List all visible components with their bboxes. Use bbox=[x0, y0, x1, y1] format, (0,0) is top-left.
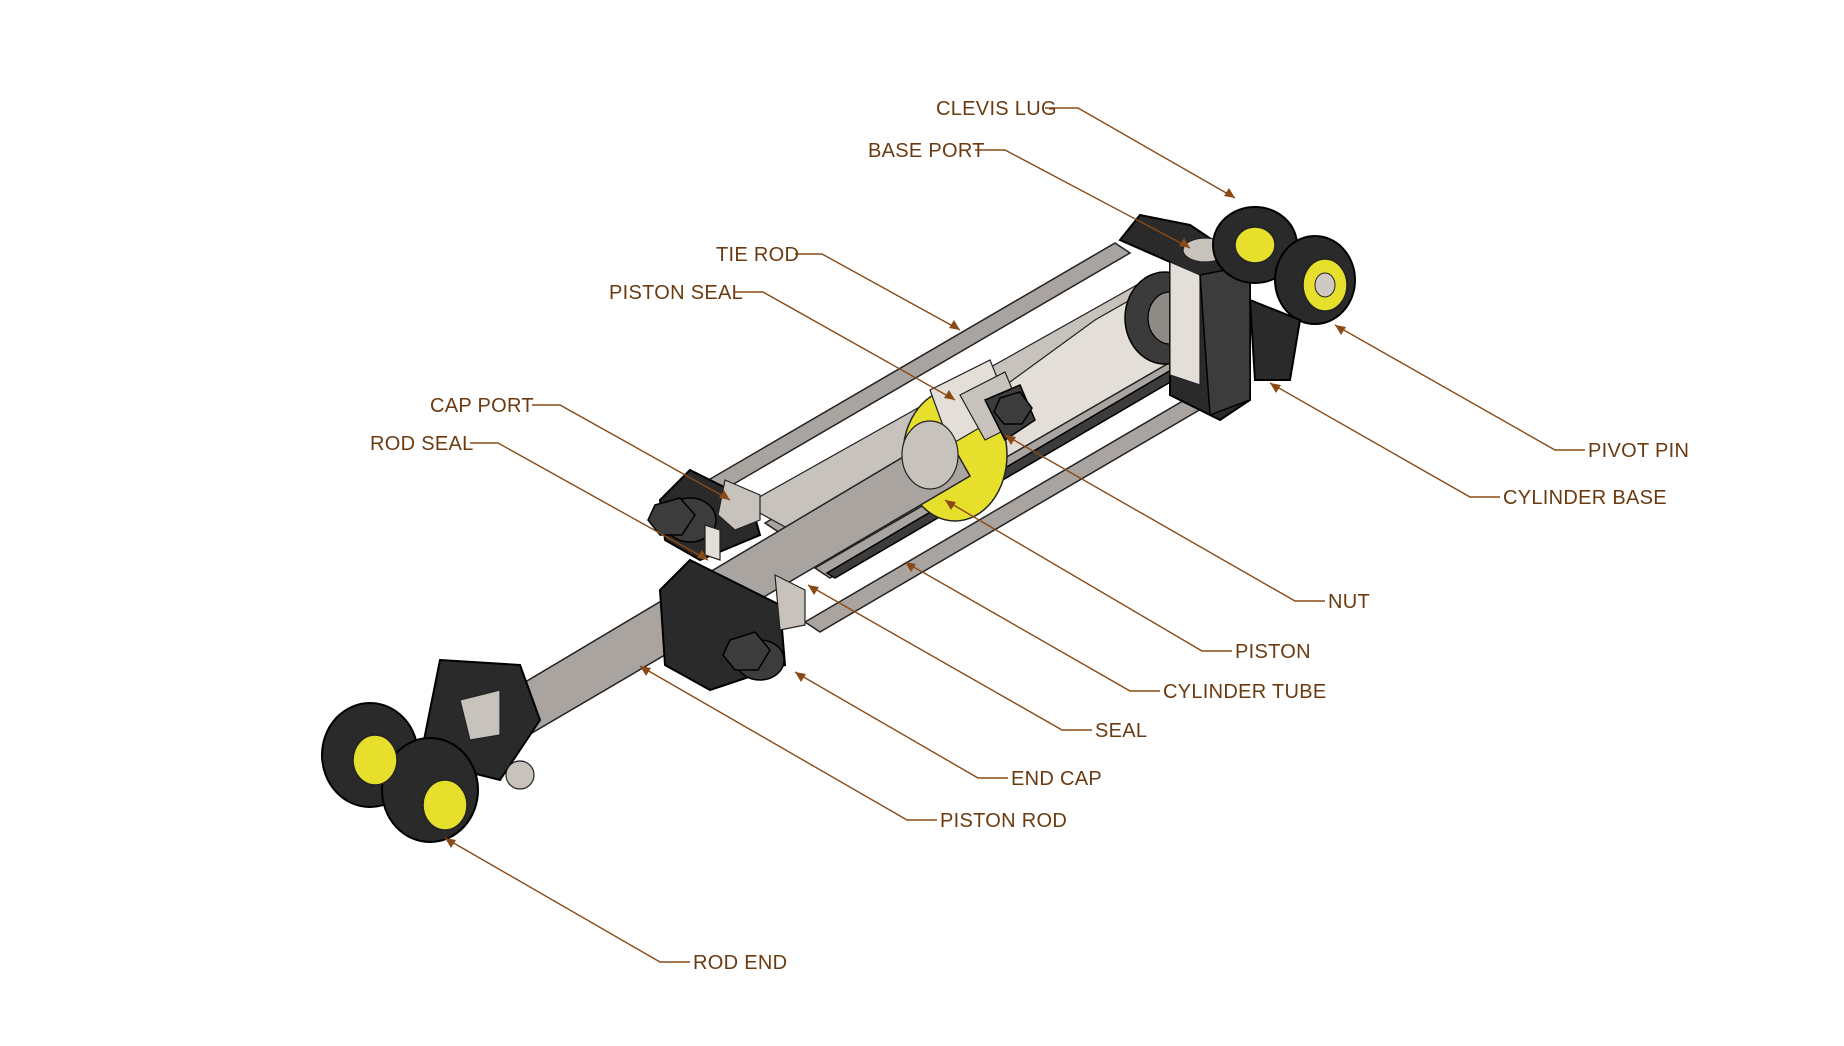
label-cylinder-tube: CYLINDER TUBE bbox=[1163, 681, 1327, 703]
label-end-cap: END CAP bbox=[1011, 768, 1102, 790]
label-rod-seal: ROD SEAL bbox=[370, 433, 474, 455]
label-cylinder-base: CYLINDER BASE bbox=[1503, 487, 1667, 509]
rod-end bbox=[321, 658, 542, 843]
label-tie-rod: TIE ROD bbox=[716, 244, 799, 266]
label-nut: NUT bbox=[1328, 591, 1370, 613]
leader-lines bbox=[444, 107, 1585, 963]
label-piston-seal: PISTON SEAL bbox=[609, 282, 743, 304]
callout-labels: CLEVIS LUG BASE PORT TIE ROD PISTON SEAL… bbox=[370, 98, 1689, 974]
cylinder-base bbox=[1118, 213, 1251, 422]
label-base-port: BASE PORT bbox=[868, 140, 985, 162]
label-rod-end: ROD END bbox=[693, 952, 787, 974]
label-pivot-pin: PIVOT PIN bbox=[1588, 440, 1689, 462]
cylinder-illustration bbox=[321, 206, 1356, 843]
label-piston-rod: PISTON ROD bbox=[940, 810, 1067, 832]
end-cap bbox=[658, 468, 806, 692]
pivot-pin bbox=[1234, 226, 1348, 312]
label-clevis-lug: CLEVIS LUG bbox=[936, 98, 1057, 120]
nuts bbox=[647, 391, 1033, 671]
label-seal: SEAL bbox=[1095, 720, 1147, 742]
label-cap-port: CAP PORT bbox=[430, 395, 534, 417]
label-piston: PISTON bbox=[1235, 641, 1311, 663]
